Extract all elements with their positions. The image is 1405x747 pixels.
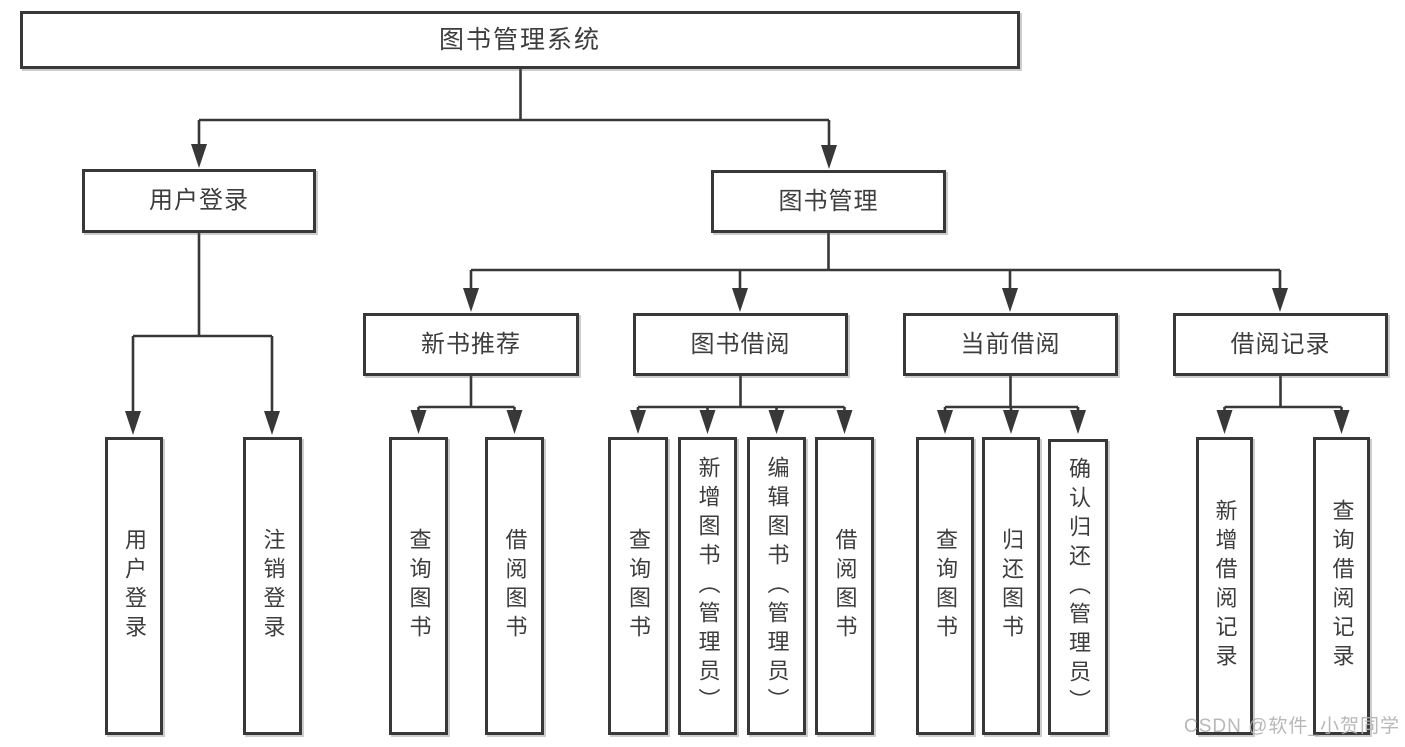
node-user-login-group: 用户登录 (82, 169, 316, 233)
arrow-icon (1003, 410, 1019, 434)
leaf-query-books-recommend: 查询图书 (389, 437, 448, 735)
arrow-icon (732, 288, 748, 312)
wire-book-management (469, 233, 1282, 290)
arrow-icon (191, 144, 207, 168)
node-label: 图书管理 (778, 187, 879, 215)
arrow-icon (264, 411, 280, 435)
node-current-borrowing: 当前借阅 (903, 313, 1118, 376)
node-label: 新增借阅记录 (1212, 499, 1238, 673)
leaf-query-books-current: 查询图书 (916, 437, 974, 735)
arrow-icon (836, 410, 853, 434)
wire-current-borrowing (943, 376, 1080, 413)
node-label: 查询借阅记录 (1329, 499, 1355, 673)
node-book-management: 图书管理 (711, 170, 946, 233)
node-label: 图书借阅 (690, 330, 791, 358)
leaf-logout: 注销登录 (243, 437, 302, 735)
node-book-borrowing: 图书借阅 (633, 313, 848, 376)
leaf-borrow-books-recommend: 借阅图书 (485, 437, 544, 735)
node-label: 当前借阅 (960, 330, 1061, 358)
node-label: 查询图书 (406, 528, 432, 644)
arrow-icon (506, 410, 523, 434)
wire-user-login-group (131, 233, 274, 412)
arrow-icon (125, 411, 141, 435)
wire-borrow-records (1223, 376, 1343, 413)
arrow-icon (699, 410, 716, 434)
leaf-add-borrow-record: 新增借阅记录 (1196, 437, 1253, 735)
node-label: 注销登录 (260, 528, 286, 644)
wire-root (197, 69, 831, 147)
node-label: 新书推荐 (421, 330, 521, 358)
node-label: 借阅图书 (502, 528, 528, 644)
leaf-query-books-borrowing: 查询图书 (608, 437, 668, 735)
node-library-system: 图书管理系统 (20, 11, 1020, 69)
arrow-icon (768, 410, 785, 434)
node-label: 借阅图书 (832, 528, 858, 644)
node-label: 编辑图书（管理员） (764, 455, 790, 717)
leaf-return-books: 归还图书 (982, 437, 1040, 735)
node-label: 借阅记录 (1230, 330, 1331, 358)
wire-new-book-recommend (417, 376, 516, 413)
node-label: 新增图书（管理员） (695, 455, 721, 717)
arrow-icon (1216, 410, 1233, 434)
node-label: 查询图书 (933, 528, 958, 644)
node-borrow-records: 借阅记录 (1173, 313, 1388, 376)
leaf-confirm-return-admin: 确认归还（管理员） (1048, 439, 1108, 735)
arrow-icon (821, 145, 837, 169)
leaf-user-login: 用户登录 (105, 437, 163, 735)
arrowheads (125, 144, 1350, 435)
arrow-icon (937, 410, 953, 434)
node-label: 查询图书 (626, 528, 651, 644)
node-new-book-recommend: 新书推荐 (363, 313, 579, 376)
node-label: 用户登录 (149, 187, 249, 214)
leaf-query-borrow-record: 查询借阅记录 (1313, 437, 1370, 735)
arrow-icon (410, 410, 427, 434)
leaf-borrow-books: 借阅图书 (815, 437, 874, 735)
wire-book-borrowing (636, 376, 846, 413)
arrow-icon (1070, 410, 1086, 434)
node-label: 确认归还（管理员） (1066, 456, 1091, 718)
leaf-add-books-admin: 新增图书（管理员） (678, 437, 737, 735)
node-label: 归还图书 (999, 528, 1024, 644)
leaf-edit-books-admin: 编辑图书（管理员） (747, 437, 806, 735)
arrow-icon (1002, 288, 1018, 312)
node-label: 用户登录 (122, 528, 147, 644)
node-label: 图书管理系统 (438, 25, 601, 54)
arrow-icon (1272, 288, 1288, 312)
arrow-icon (630, 410, 646, 434)
arrow-icon (1333, 410, 1350, 434)
arrow-icon (463, 288, 479, 312)
